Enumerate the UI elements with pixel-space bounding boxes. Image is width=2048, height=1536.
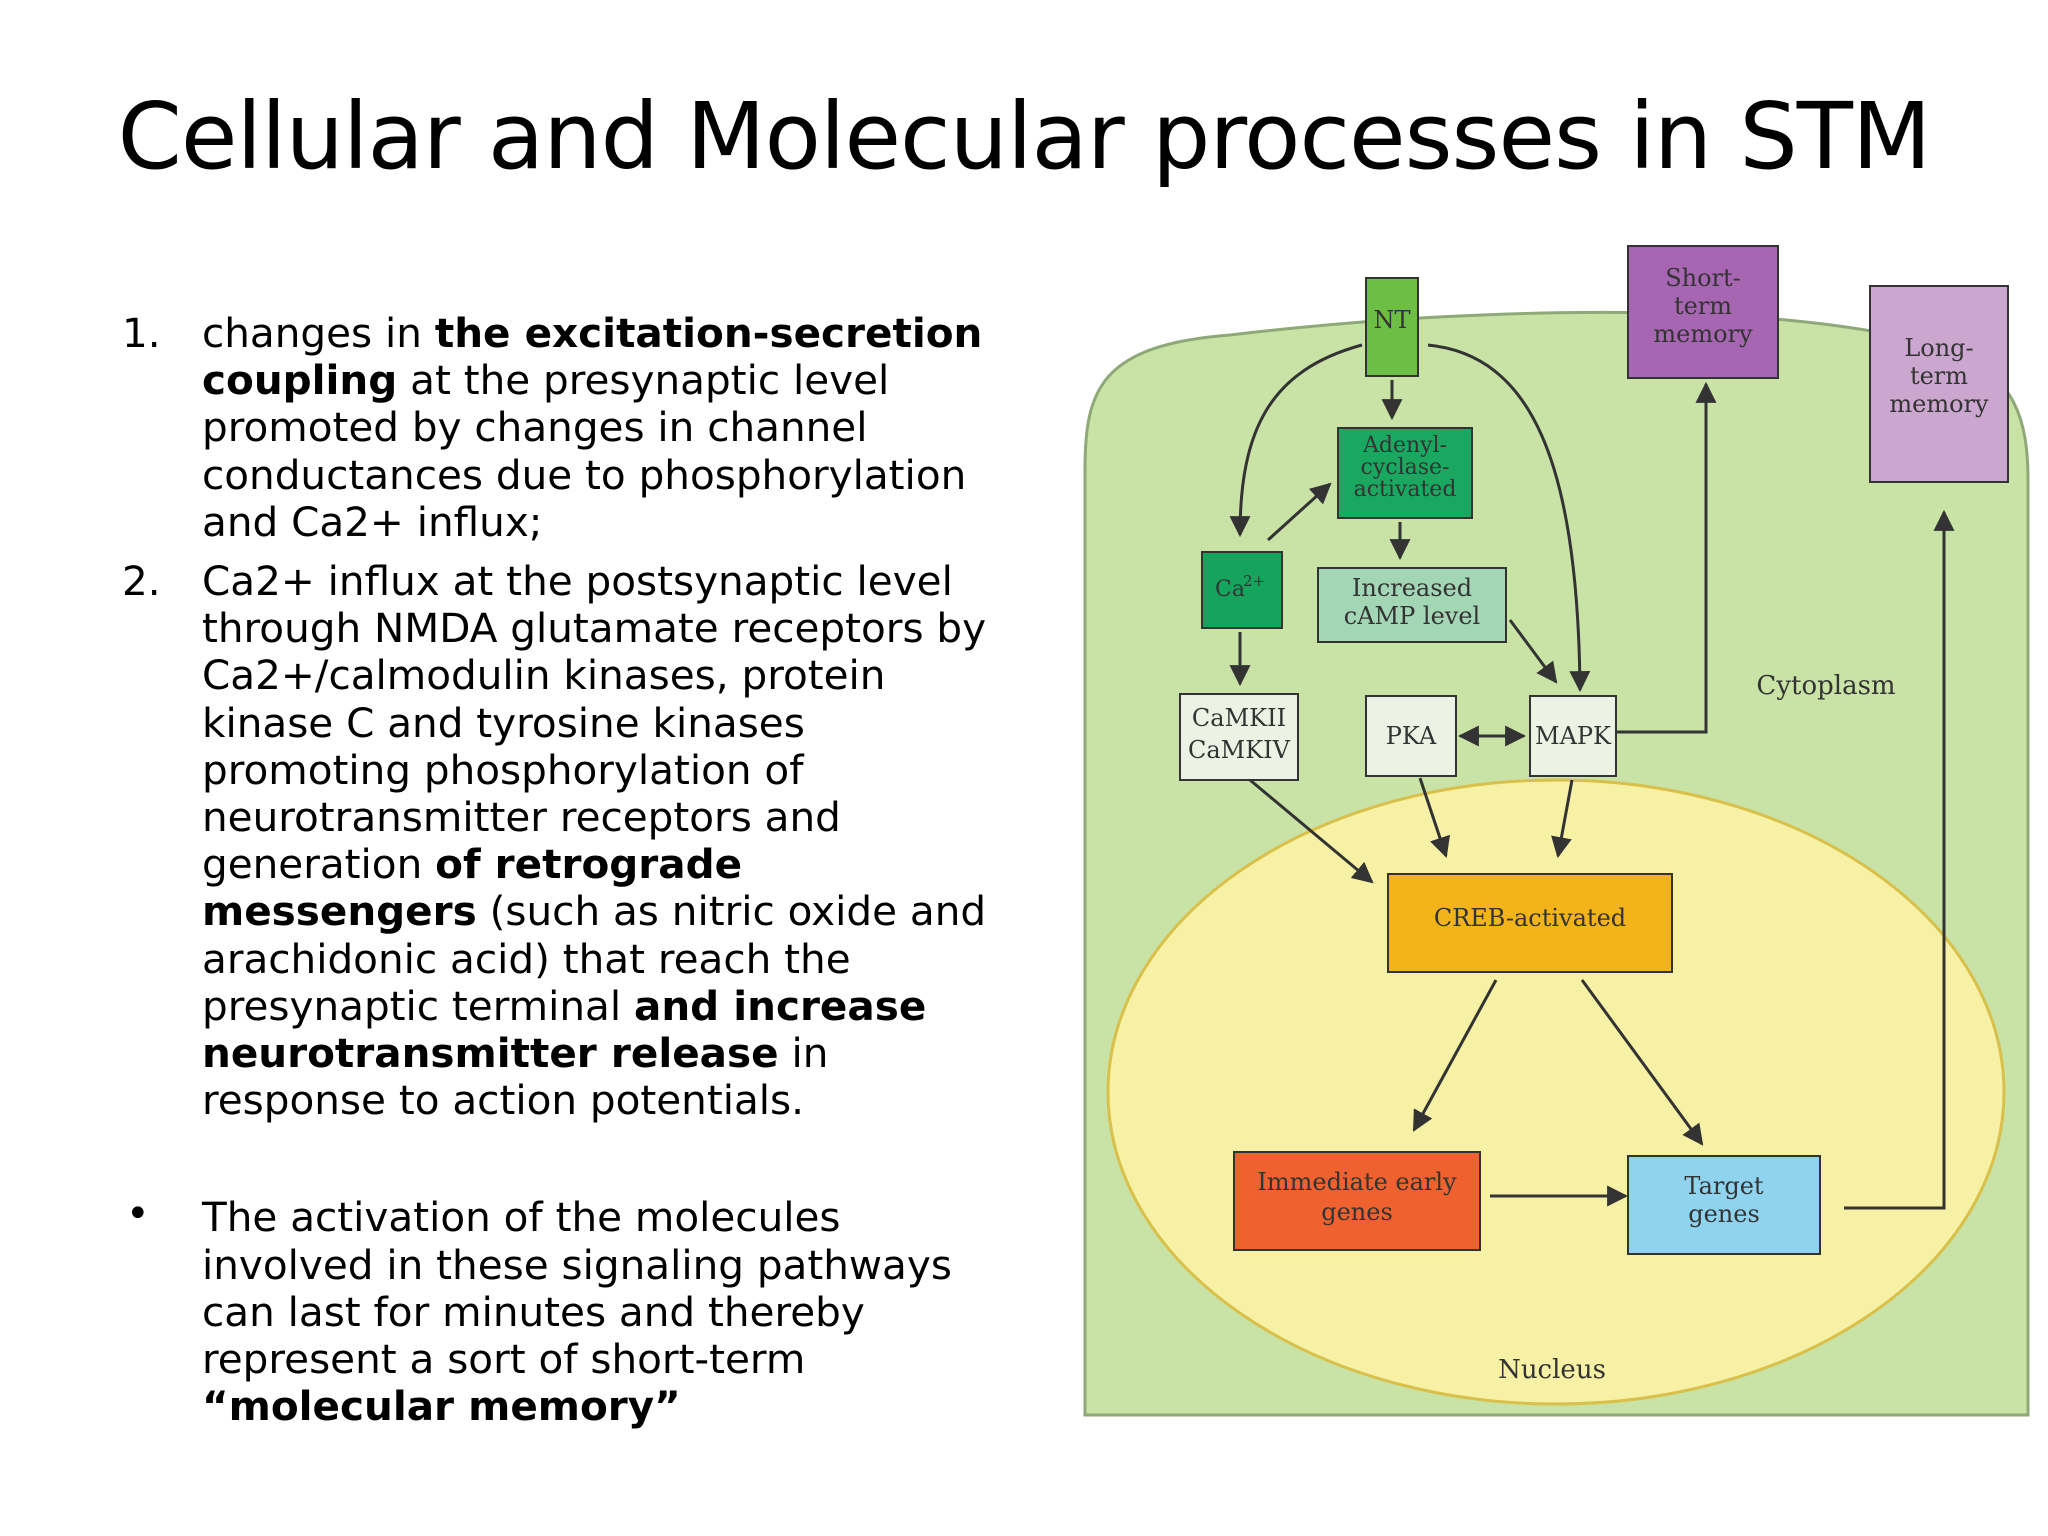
mapk-label: MAPK <box>1535 722 1612 750</box>
arrow-nt-to-ca <box>1229 343 1363 538</box>
item3-part-1: “molecular memory” <box>202 1382 681 1431</box>
camp-label-2: cAMP level <box>1344 602 1480 630</box>
short-term-memory-box: Short- term memory <box>1627 245 1779 379</box>
target-label-2: genes <box>1688 1200 1760 1228</box>
item3-part-0: The activation of the molecules involved… <box>202 1193 952 1384</box>
calcium-superscript: 2+ <box>1243 572 1265 590</box>
pka-label: PKA <box>1386 722 1437 750</box>
item2-part-2: (such as nitric oxide and arachidonic ac… <box>202 887 987 1030</box>
arrow-mapk-to-stm <box>1616 381 1717 734</box>
item2-part-4: in response to action potentials. <box>202 1029 829 1125</box>
adenyl-label-1: Adenyl- <box>1362 433 1447 458</box>
camk-label-2: CaMKIV <box>1188 736 1291 764</box>
camk-label-1: CaMKII <box>1192 704 1286 732</box>
ieg-label-1: Immediate early <box>1257 1168 1457 1196</box>
item2-part-1: of retrograde messengers <box>202 840 743 936</box>
bullet-item-text: The activation of the molecules involved… <box>202 1194 1002 1430</box>
item2-part-0: Ca2+ influx at the postsynaptic level th… <box>202 557 987 889</box>
bullet-item: • The activation of the molecules involv… <box>122 1191 1002 1430</box>
list-item-1-text: changes in the excitation-secretion coup… <box>202 309 1002 546</box>
arrow-camk-to-creb <box>1249 778 1374 884</box>
ieg-label-2: genes <box>1321 1198 1393 1226</box>
item2-part-3: and increase neurotransmitter release <box>202 981 927 1078</box>
pka-box: PKA <box>1365 695 1457 777</box>
ltm-label-2: term <box>1910 362 1968 390</box>
creb-label: CREB-activated <box>1434 904 1626 932</box>
arrow-camp-to-mapk <box>1508 619 1558 684</box>
arrows <box>1229 343 1955 1210</box>
list-item-2-text: Ca2+ influx at the postsynaptic level th… <box>202 557 1002 1125</box>
cytoplasm-label: Cytoplasm <box>1756 671 1895 701</box>
list-marker-2: 2. <box>122 557 161 606</box>
adenyl-label-3: activated <box>1354 477 1457 502</box>
arrow-mapk-to-creb <box>1551 779 1574 859</box>
ltm-label-1: Long- <box>1904 334 1973 362</box>
list-marker-1: 1. <box>122 309 161 357</box>
target-genes-box: Target genes <box>1627 1155 1821 1255</box>
calcium-label: Ca <box>1215 577 1245 602</box>
calcium-box: Ca 2+ <box>1201 551 1283 629</box>
mapk-box: MAPK <box>1529 695 1617 777</box>
camp-box: Increased cAMP level <box>1317 567 1507 643</box>
bullet-marker: • <box>126 1191 150 1238</box>
item1-part-1: the excitation-secretion coupling <box>202 309 983 405</box>
list-item-1: 1. changes in the excitation-secretion c… <box>122 309 1002 546</box>
stm-label-3: memory <box>1653 320 1753 348</box>
target-label-1: Target <box>1684 1172 1763 1200</box>
long-term-memory-box: Long- term memory <box>1869 285 2009 483</box>
camp-label-1: Increased <box>1352 574 1472 602</box>
list-item-2: 2. Ca2+ influx at the postsynaptic level… <box>122 557 1002 1125</box>
nt-box: NT <box>1365 277 1419 377</box>
nt-label: NT <box>1373 306 1410 334</box>
adenyl-cyclase-box: Adenyl- cyclase- activated <box>1337 427 1473 519</box>
camk-box: CaMKII CaMKIV <box>1179 693 1299 781</box>
arrow-creb-to-target <box>1580 979 1704 1146</box>
arrow-target-to-ltm <box>1844 509 1955 1210</box>
adenyl-label-2: cyclase- <box>1361 455 1450 480</box>
item1-part-2: at the presynaptic level promoted by cha… <box>202 356 967 546</box>
arrow-pka-to-creb <box>1418 777 1450 858</box>
immediate-early-genes-box: Immediate early genes <box>1233 1151 1481 1251</box>
stm-label-1: Short- <box>1665 264 1741 292</box>
arrow-creb-to-ieg <box>1412 979 1498 1132</box>
arrow-nt-to-mapk <box>1427 343 1591 693</box>
arrow-ca-to-adenyl <box>1266 482 1332 542</box>
item1-part-0: changes in <box>202 309 435 357</box>
stm-label-2: term <box>1674 292 1732 320</box>
ltm-label-3: memory <box>1889 390 1989 418</box>
text-content: 1. changes in the excitation-secretion c… <box>122 309 1002 1430</box>
creb-box: CREB-activated <box>1387 873 1673 973</box>
slide-title: Cellular and Molecular processes in STM <box>117 83 1932 190</box>
nucleus-label: Nucleus <box>1498 1355 1606 1385</box>
